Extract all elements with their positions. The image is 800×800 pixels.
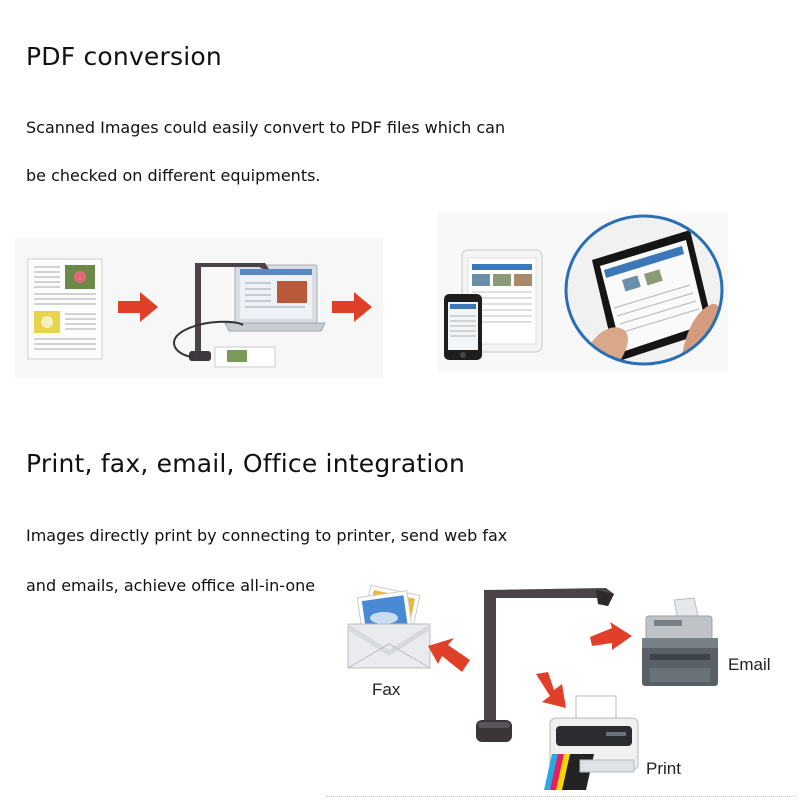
arrow-right-icon (118, 292, 158, 322)
section-text-line-1: Scanned Images could easily convert to P… (26, 118, 506, 137)
section-text-line-2: and emails, achieve office all-in-one (26, 576, 316, 595)
fax-machine-icon (642, 597, 718, 686)
section-text-line-2: be checked on different equipments. (26, 166, 321, 185)
section-title-office-integration: Print, fax, email, Office integration (26, 449, 466, 478)
scanned-document-image (27, 258, 103, 360)
print-label: Print (646, 759, 681, 778)
printer-icon (544, 695, 639, 790)
email-label: Email (728, 655, 771, 674)
section-text-line-1: Images directly print by connecting to p… (26, 526, 508, 545)
envelope-photos-icon (347, 584, 431, 669)
section-title-pdf-conversion: PDF conversion (26, 42, 222, 71)
document-camera-stand-image (476, 588, 614, 742)
document-camera-laptop-image (173, 263, 326, 368)
tablet-in-hands-image (564, 214, 724, 366)
arrow-down-right-icon (536, 672, 566, 708)
arrow-right-icon (590, 622, 632, 650)
arrow-right-icon (332, 292, 372, 322)
arrow-left-icon (428, 638, 470, 672)
fax-label: Fax (372, 680, 401, 699)
smartphone-device-image (444, 294, 482, 360)
